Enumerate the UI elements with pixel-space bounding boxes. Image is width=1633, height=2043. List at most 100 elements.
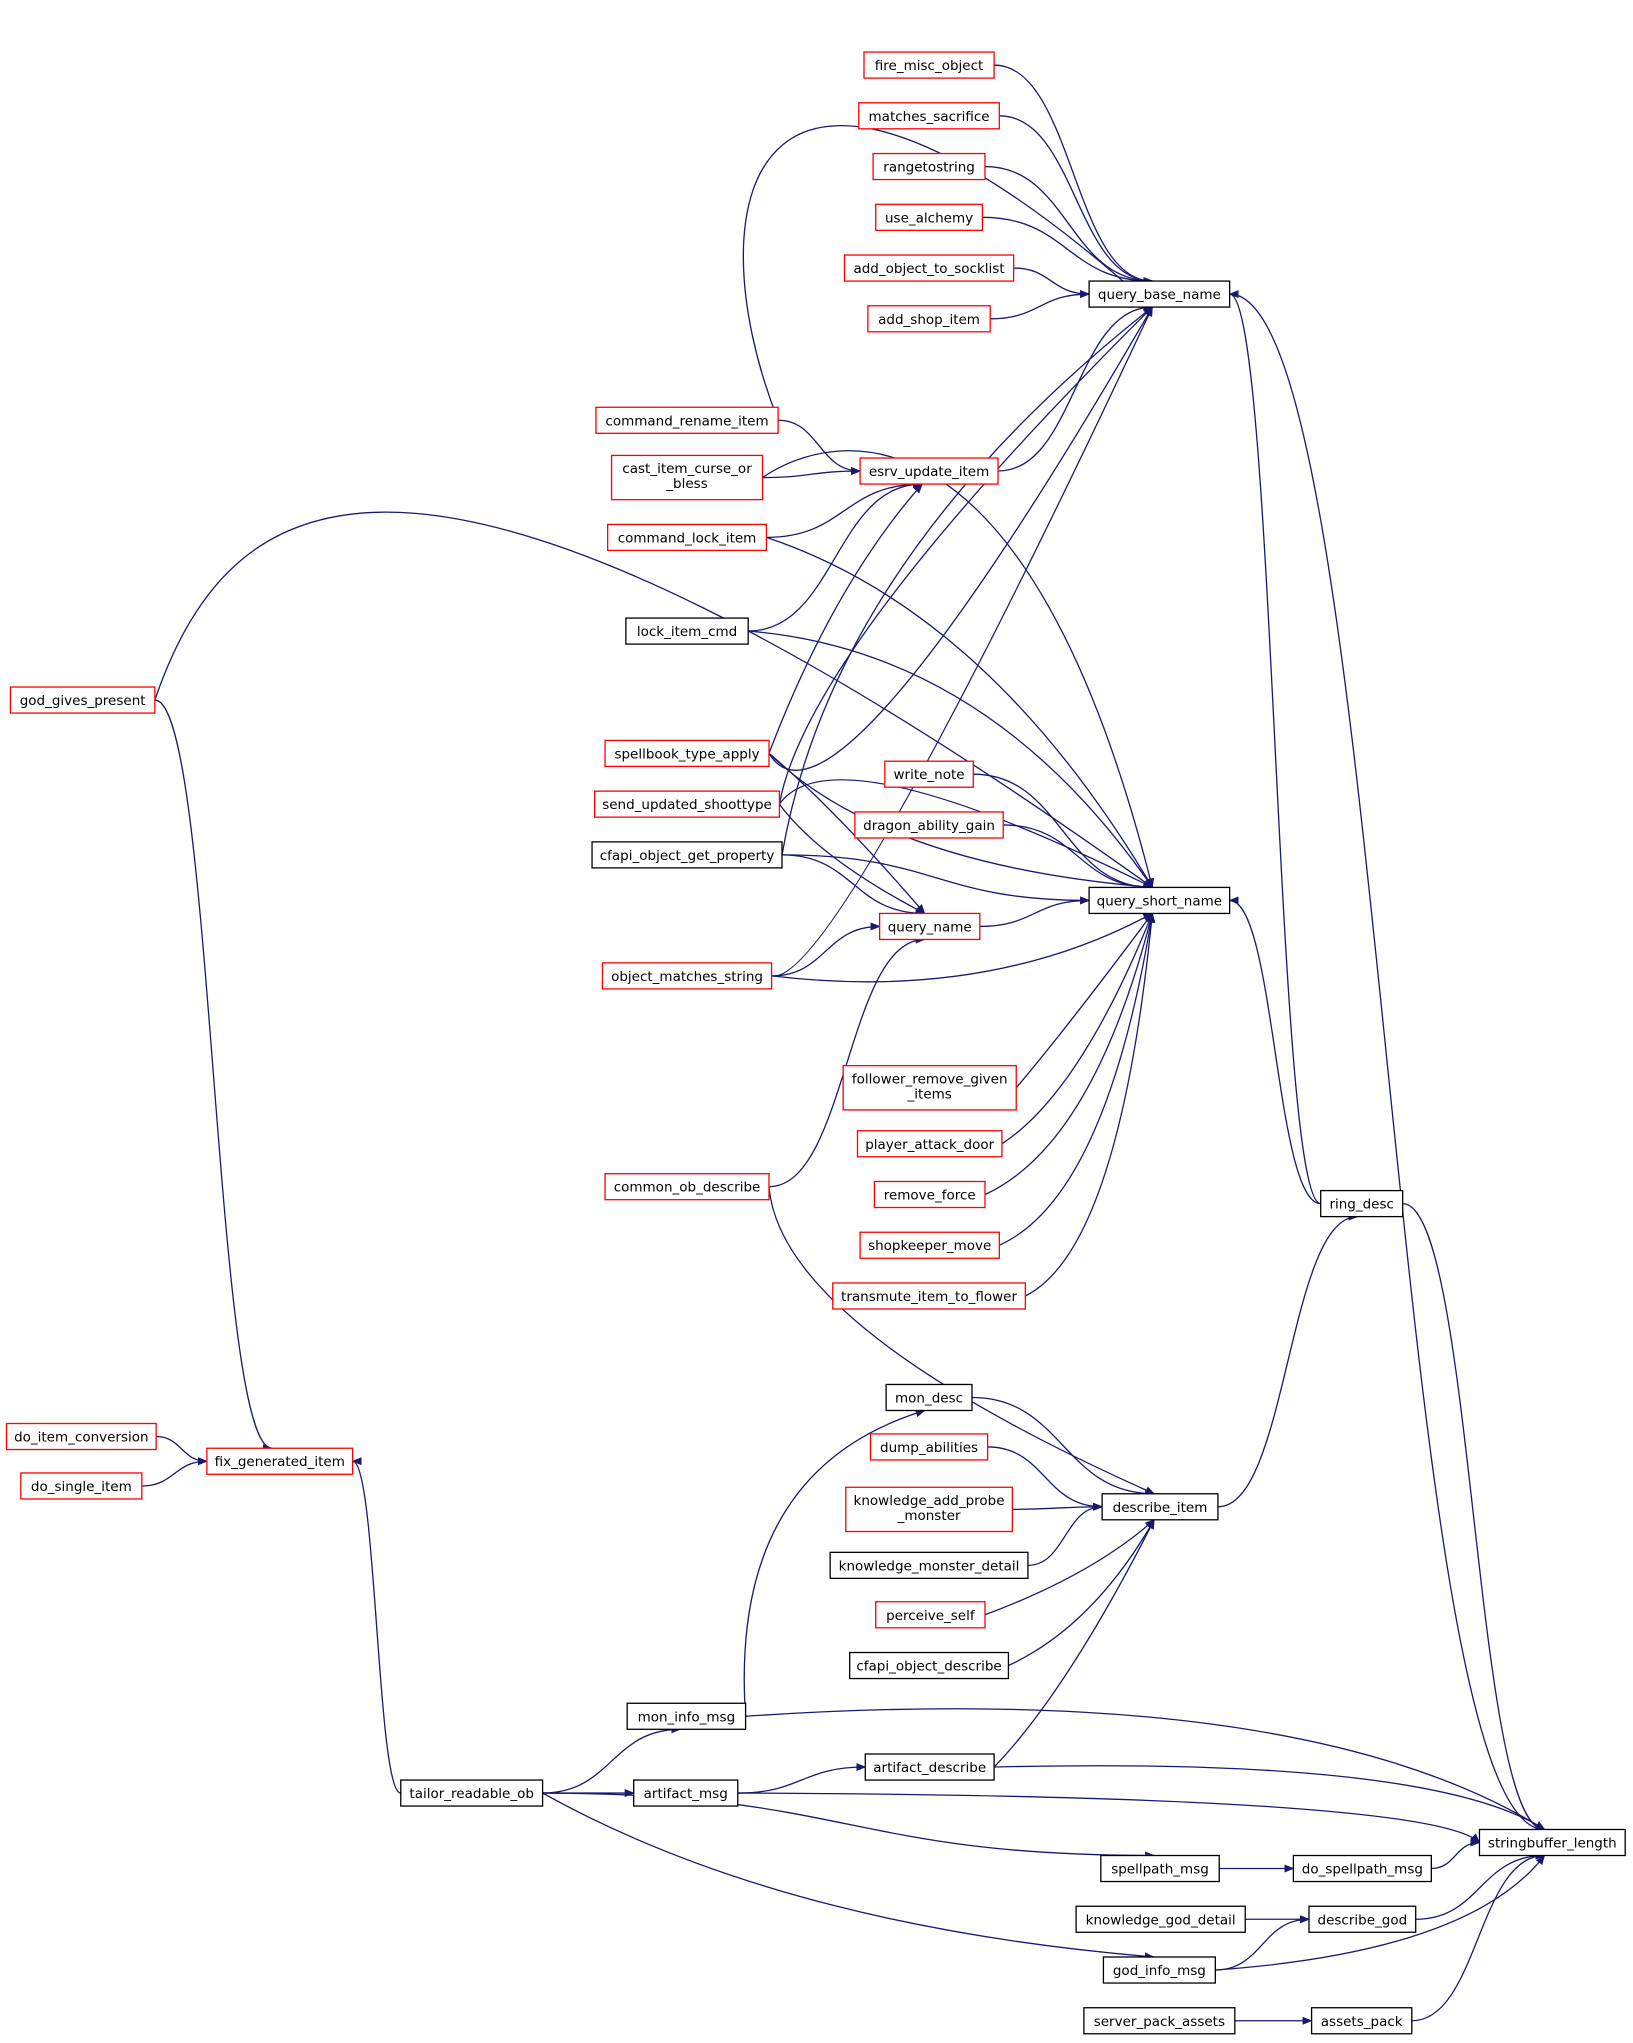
node-add_shop_item[interactable]: add_shop_item bbox=[867, 305, 991, 333]
edge-query_name-to-query_short_name bbox=[979, 896, 1091, 928]
node-do_single_item[interactable]: do_single_item bbox=[20, 1472, 143, 1500]
node-label: spellbook_type_apply bbox=[614, 746, 759, 762]
edge-do_single_item-to-fix_generated_item bbox=[141, 1457, 208, 1487]
node-use_alchemy[interactable]: use_alchemy bbox=[875, 203, 984, 231]
node-cfapi_object_get_property[interactable]: cfapi_object_get_property bbox=[591, 841, 783, 869]
node-box bbox=[607, 523, 768, 552]
node-label: cast_item_curse_or bbox=[622, 461, 752, 477]
node-command_lock_item[interactable]: command_lock_item bbox=[607, 523, 768, 552]
node-query_name[interactable]: query_name bbox=[878, 912, 981, 941]
node-god_gives_present[interactable]: god_gives_present bbox=[9, 686, 156, 714]
node-label: common_ob_describe bbox=[614, 1180, 761, 1196]
node-label: shopkeeper_move bbox=[868, 1238, 991, 1254]
node-box bbox=[1310, 2007, 1413, 2035]
node-box bbox=[859, 457, 999, 485]
node-send_updated_shoottype[interactable]: send_updated_shoottype bbox=[593, 790, 781, 818]
node-label: matches_sacrifice bbox=[869, 109, 990, 125]
node-box bbox=[845, 1486, 1013, 1533]
node-knowledge_monster_detail[interactable]: knowledge_monster_detail bbox=[829, 1551, 1029, 1579]
node-label: fix_generated_item bbox=[215, 1454, 345, 1470]
node-spellbook_type_apply[interactable]: spellbook_type_apply bbox=[604, 739, 770, 768]
node-query_short_name[interactable]: query_short_name bbox=[1088, 886, 1231, 915]
node-remove_force[interactable]: remove_force bbox=[873, 1180, 986, 1209]
node-rangetostring[interactable]: rangetostring bbox=[872, 152, 986, 181]
node-label: send_updated_shoottype bbox=[602, 797, 772, 813]
edge-send_updated_shoottype-to-query_name bbox=[778, 803, 926, 915]
node-box bbox=[859, 1231, 1000, 1259]
node-label: mon_info_msg bbox=[638, 1709, 736, 1725]
node-box bbox=[610, 454, 764, 501]
node-assets_pack[interactable]: assets_pack bbox=[1310, 2007, 1413, 2035]
node-fix_generated_item[interactable]: fix_generated_item bbox=[206, 1447, 354, 1475]
node-command_rename_item[interactable]: command_rename_item bbox=[595, 406, 779, 434]
node-label: remove_force bbox=[884, 1187, 976, 1203]
node-dragon_ability_gain[interactable]: dragon_ability_gain bbox=[854, 811, 1004, 839]
edge-shopkeeper_move-to-query_short_name bbox=[999, 912, 1155, 1246]
node-perceive_self[interactable]: perceive_self bbox=[875, 1601, 986, 1629]
node-label: player_attack_door bbox=[865, 1137, 994, 1153]
node-box bbox=[864, 1753, 995, 1781]
node-label: mon_desc bbox=[895, 1390, 963, 1406]
node-shopkeeper_move[interactable]: shopkeeper_move bbox=[859, 1231, 1000, 1259]
node-add_object_to_socklist[interactable]: add_object_to_socklist bbox=[843, 254, 1015, 282]
node-cfapi_object_describe[interactable]: cfapi_object_describe bbox=[849, 1651, 1010, 1680]
node-god_info_msg[interactable]: god_info_msg bbox=[1102, 1956, 1216, 1984]
node-write_note[interactable]: write_note bbox=[884, 760, 974, 788]
edge-send_updated_shoottype-to-query_base_name bbox=[778, 306, 1154, 805]
node-box bbox=[849, 1651, 1010, 1680]
node-knowledge_add_probe_monster[interactable]: knowledge_add_probe_monster bbox=[845, 1486, 1013, 1533]
edge-ring_desc-to-query_short_name bbox=[1228, 896, 1321, 1205]
node-box bbox=[832, 1282, 1026, 1310]
node-mon_info_msg[interactable]: mon_info_msg bbox=[626, 1702, 747, 1730]
node-box bbox=[854, 811, 1004, 839]
node-spellpath_msg[interactable]: spellpath_msg bbox=[1100, 1854, 1220, 1883]
node-label: knowledge_add_probe bbox=[854, 1493, 1005, 1509]
node-lock_item_cmd[interactable]: lock_item_cmd bbox=[625, 617, 749, 645]
edge-command_lock_item-to-esrv_update_item bbox=[766, 480, 924, 539]
node-ring_desc[interactable]: ring_desc bbox=[1320, 1189, 1404, 1218]
node-label: describe_item bbox=[1113, 1500, 1208, 1516]
node-stringbuffer_length[interactable]: stringbuffer_length bbox=[1478, 1828, 1626, 1857]
node-fire_misc_object[interactable]: fire_misc_object bbox=[863, 51, 995, 79]
node-label: command_lock_item bbox=[618, 530, 757, 546]
node-mon_desc[interactable]: mon_desc bbox=[885, 1383, 973, 1412]
edge-spellbook_type_apply-to-query_short_name bbox=[768, 752, 1154, 891]
edge-command_rename_item-to-esrv_update_item bbox=[778, 419, 862, 476]
node-matches_sacrifice[interactable]: matches_sacrifice bbox=[858, 102, 1000, 130]
node-label: cfapi_object_describe bbox=[856, 1659, 1001, 1675]
node-tailor_readable_ob[interactable]: tailor_readable_ob bbox=[400, 1779, 544, 1807]
node-follower_remove_given_items[interactable]: follower_remove_given_items bbox=[842, 1065, 1017, 1111]
edge-remove_force-to-query_short_name bbox=[984, 912, 1154, 1196]
edge-player_attack_door-to-query_short_name bbox=[1001, 912, 1153, 1145]
edge-god_gives_present-to-fix_generated_item bbox=[154, 699, 273, 1453]
node-common_ob_describe[interactable]: common_ob_describe bbox=[604, 1173, 770, 1201]
node-box bbox=[591, 841, 783, 869]
node-query_base_name[interactable]: query_base_name bbox=[1088, 280, 1231, 308]
node-label: esrv_update_item bbox=[869, 464, 989, 480]
node-do_item_conversion[interactable]: do_item_conversion bbox=[5, 1422, 157, 1451]
edge-command_rename_item-to-query_base_name bbox=[742, 124, 1154, 421]
node-label: knowledge_monster_detail bbox=[839, 1558, 1020, 1574]
edge-common_ob_describe-to-query_name bbox=[769, 935, 926, 1188]
node-box bbox=[869, 1433, 989, 1461]
node-label: tailor_readable_ob bbox=[409, 1786, 534, 1802]
node-label: god_info_msg bbox=[1113, 1963, 1206, 1979]
node-describe_god[interactable]: describe_god bbox=[1308, 1905, 1417, 1933]
node-player_attack_door[interactable]: player_attack_door bbox=[856, 1130, 1003, 1158]
node-esrv_update_item[interactable]: esrv_update_item bbox=[859, 457, 999, 485]
node-artifact_msg[interactable]: artifact_msg bbox=[633, 1779, 739, 1807]
node-box bbox=[1100, 1854, 1220, 1883]
edge-command_lock_item-to-query_short_name bbox=[766, 536, 1153, 889]
node-cast_item_curse_or_bless[interactable]: cast_item_curse_or_bless bbox=[610, 454, 764, 501]
edge-artifact_describe-to-stringbuffer_length bbox=[994, 1765, 1546, 1831]
node-do_spellpath_msg[interactable]: do_spellpath_msg bbox=[1292, 1854, 1432, 1883]
edge-cfapi_object_get_property-to-query_base_name bbox=[781, 306, 1154, 855]
node-describe_item[interactable]: describe_item bbox=[1101, 1493, 1219, 1521]
node-dump_abilities[interactable]: dump_abilities bbox=[869, 1433, 989, 1461]
node-box bbox=[604, 1173, 770, 1201]
node-artifact_describe[interactable]: artifact_describe bbox=[864, 1753, 995, 1781]
node-server_pack_assets[interactable]: server_pack_assets bbox=[1083, 2007, 1236, 2035]
node-transmute_item_to_flower[interactable]: transmute_item_to_flower bbox=[832, 1282, 1026, 1310]
node-object_matches_string[interactable]: object_matches_string bbox=[601, 962, 773, 990]
node-knowledge_god_detail[interactable]: knowledge_god_detail bbox=[1075, 1905, 1246, 1933]
